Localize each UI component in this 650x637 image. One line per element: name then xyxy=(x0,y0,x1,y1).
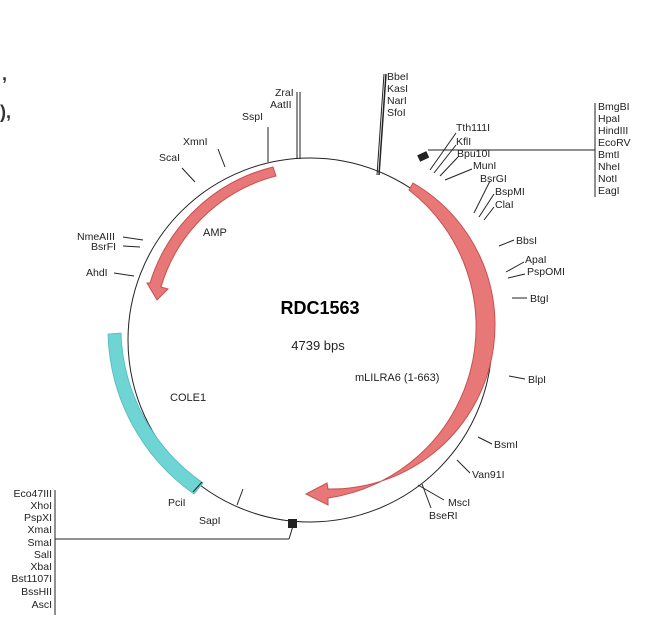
site-label-pspomi: PspOMI xyxy=(527,266,565,278)
site-label-bsmi: BsmI xyxy=(494,439,518,451)
site-label-muni: MunI xyxy=(473,160,496,172)
site-label-xmai: XmaI xyxy=(27,524,52,536)
site-label-sspi: SspI xyxy=(242,111,263,123)
site-label-eagi: EagI xyxy=(598,185,620,197)
site-label-bmgbi: BmgBI xyxy=(598,101,630,113)
mlilra6-arrow xyxy=(304,182,496,506)
site-label-zrai: ZraI xyxy=(275,87,294,99)
amp-arrow xyxy=(146,166,277,301)
site-label-kasi: KasI xyxy=(387,83,408,95)
plasmid-length: 4739 bps xyxy=(291,338,345,353)
site-label-asci: AscI xyxy=(32,599,52,611)
site-leader-line xyxy=(483,206,495,221)
site-tick xyxy=(378,73,387,176)
site-label-clai: ClaI xyxy=(495,199,514,211)
site-label-xbai: XbaI xyxy=(30,561,52,573)
site-label-eco47iii: Eco47III xyxy=(13,488,52,500)
site-label-hpai: HpaI xyxy=(598,113,620,125)
site-label-bsrgi: BsrGI xyxy=(480,173,507,185)
site-label-smai: SmaI xyxy=(27,537,52,549)
site-label-msci: MscI xyxy=(448,497,470,509)
site-label-sapi: SapI xyxy=(199,515,221,527)
site-leader-line xyxy=(478,193,495,218)
site-label-tth111i: Tth111I xyxy=(456,122,490,134)
site-label-ecorv: EcoRV xyxy=(598,137,631,149)
site-leader-line xyxy=(439,156,459,177)
site-tick xyxy=(456,459,471,474)
site-label-ahdi: AhdI xyxy=(86,267,108,279)
site-tick xyxy=(181,167,196,183)
feature-label-cole1: COLE1 xyxy=(170,392,206,404)
feature-label-mlilra6: mLILRA6 (1-663) xyxy=(355,372,439,384)
site-label-xhoi: XhoI xyxy=(30,500,52,512)
site-label-bsshii: BssHII xyxy=(21,586,52,598)
site-leader-line xyxy=(505,261,525,273)
site-label-bbsi: BbsI xyxy=(516,235,537,247)
site-label-blpi: BlpI xyxy=(528,374,546,386)
site-label-scai: ScaI xyxy=(159,152,180,164)
site-leader-line xyxy=(122,236,144,241)
site-label-apai: ApaI xyxy=(525,254,547,266)
site-tick xyxy=(498,239,515,247)
site-leader-line xyxy=(429,132,457,171)
site-label-nari: NarI xyxy=(387,95,407,107)
site-label-btgi: BtgI xyxy=(530,293,549,305)
site-label-nmeaiii: NmeAIII xyxy=(77,231,115,243)
site-label-sfoi: SfoI xyxy=(387,107,406,119)
site-leader-line xyxy=(444,168,473,181)
plasmid-name: RDC1563 xyxy=(280,298,359,318)
site-label-bpu10i: Bpu10I xyxy=(457,148,490,160)
site-label-bseri: BseRI xyxy=(429,510,458,522)
cropped-text-1: , xyxy=(2,64,7,84)
site-label-pcii: PciI xyxy=(168,497,186,509)
site-label-noti: NotI xyxy=(598,173,617,185)
site-label-aatii: AatII xyxy=(270,99,292,111)
site-label-hindiii: HindIII xyxy=(598,125,628,137)
site-tick xyxy=(421,483,432,509)
cropped-text-2: ), xyxy=(0,102,11,122)
site-tick xyxy=(477,436,493,445)
site-label-xmni: XmnI xyxy=(183,136,208,148)
site-leader-line xyxy=(122,245,141,248)
site-label-bmti: BmtI xyxy=(598,149,620,161)
site-label-bspmi: BspMI xyxy=(495,186,525,198)
site-label-van91i: Van91I xyxy=(472,469,505,481)
site-label-bst1107i: Bst1107I xyxy=(11,573,52,585)
site-leader-line xyxy=(507,273,526,279)
site-tick xyxy=(508,375,526,380)
site-label-bsrfi: BsrFI xyxy=(91,241,116,253)
site-label-bbei: BbeI xyxy=(387,71,409,83)
site-label-nhei: NheI xyxy=(598,161,620,173)
site-leader-line xyxy=(288,525,294,540)
site-tick xyxy=(192,481,203,493)
site-tick xyxy=(376,73,385,176)
site-tick xyxy=(417,484,445,501)
site-leader-line xyxy=(433,144,457,174)
site-tick xyxy=(236,488,244,506)
site-cluster-marker-top xyxy=(417,151,430,162)
site-tick xyxy=(217,148,226,168)
feature-label-amp: AMP xyxy=(203,227,227,239)
site-label-pspxi: PspXI xyxy=(24,512,52,524)
site-tick xyxy=(113,272,135,277)
cole1-feature-band xyxy=(107,332,204,495)
site-label-kfli: KflI xyxy=(456,136,471,148)
site-leader-line xyxy=(473,180,491,214)
site-cluster-marker-bottom xyxy=(288,519,297,528)
site-label-sali: SalI xyxy=(34,549,52,561)
